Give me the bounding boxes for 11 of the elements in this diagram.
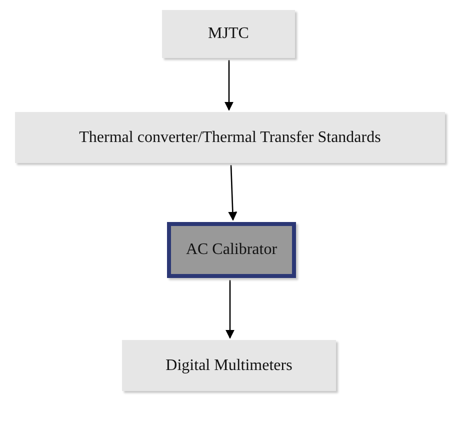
box-label: Thermal converter/Thermal Transfer Standards — [79, 128, 381, 146]
box-label: MJTC — [208, 25, 249, 43]
process-box — [162, 10, 295, 58]
box-label: Digital Multimeters — [166, 356, 292, 374]
box-label: AC Calibrator — [186, 241, 278, 259]
arrow — [224, 60, 234, 111]
process-box — [167, 222, 296, 278]
process-box — [15, 112, 445, 163]
arrow — [228, 164, 238, 221]
process-box — [122, 340, 336, 391]
arrow — [225, 280, 235, 339]
